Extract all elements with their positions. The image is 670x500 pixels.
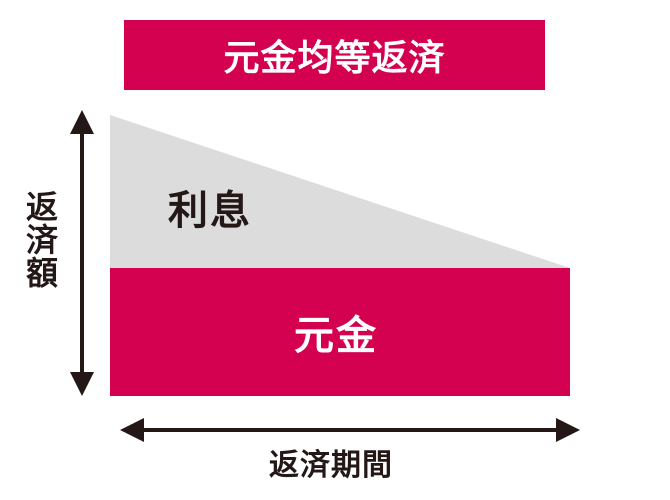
principal-label: 元金 <box>294 313 378 359</box>
interest-area <box>110 115 570 268</box>
title-banner: 元金均等返済 <box>124 20 545 90</box>
repayment-amount-axis-label: 返済額 <box>21 190 59 289</box>
horizontal-double-arrow <box>120 418 580 442</box>
diagram-title: 元金均等返済 <box>223 38 446 79</box>
title-banner-background <box>124 20 545 90</box>
vertical-double-arrow <box>70 110 94 396</box>
interest-label: 利息 <box>168 188 252 234</box>
repayment-period-axis-label: 返済期間 <box>269 448 393 483</box>
principal-area <box>110 268 570 396</box>
